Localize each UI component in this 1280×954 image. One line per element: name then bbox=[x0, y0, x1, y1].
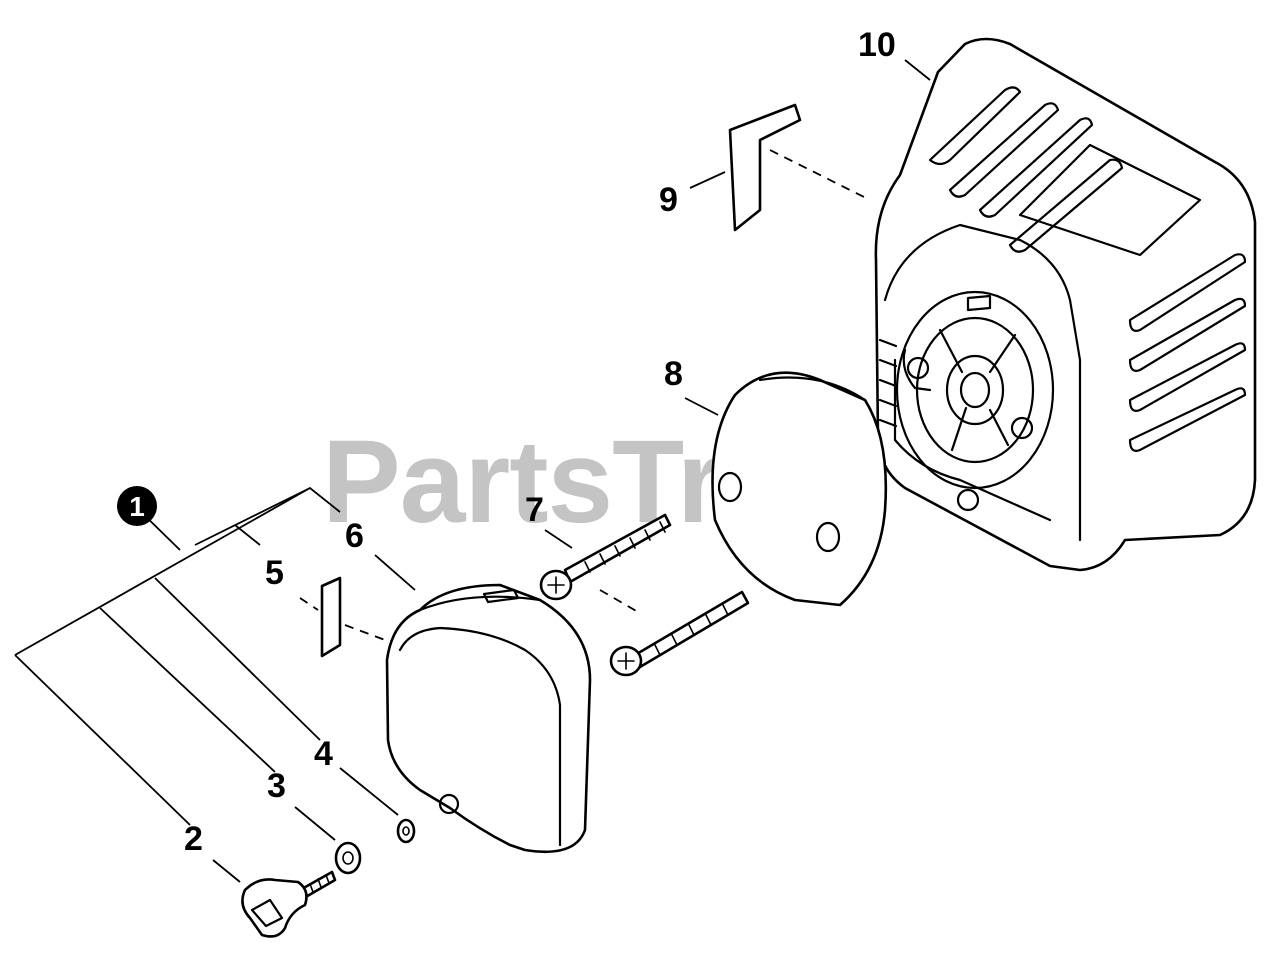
callout-labels: 10 9 8 7 6 5 4 3 2 bbox=[184, 26, 896, 858]
part-8-filter-element[interactable] bbox=[711, 371, 888, 607]
part-4-washer[interactable] bbox=[396, 818, 416, 844]
callout-4: 4 bbox=[314, 735, 333, 773]
part-10-starter-housing[interactable] bbox=[874, 37, 1257, 572]
part-7-screws[interactable] bbox=[539, 513, 750, 677]
kit-marker[interactable]: 1 bbox=[117, 486, 157, 526]
part-5-gasket[interactable] bbox=[320, 576, 342, 658]
part-6-air-filter-cover[interactable] bbox=[385, 583, 592, 854]
callout-2: 2 bbox=[184, 820, 203, 858]
callout-10: 10 bbox=[858, 26, 896, 64]
part-2-knob[interactable] bbox=[241, 870, 337, 938]
assembly-guides bbox=[299, 149, 871, 641]
callout-7: 7 bbox=[525, 491, 544, 529]
kit-marker-label: 1 bbox=[129, 491, 145, 522]
part-3-washer[interactable] bbox=[334, 841, 362, 875]
leader-lines bbox=[14, 59, 931, 883]
callout-9: 9 bbox=[659, 181, 678, 219]
callout-3: 3 bbox=[267, 767, 286, 805]
callout-8: 8 bbox=[664, 355, 683, 393]
callout-6: 6 bbox=[345, 517, 364, 555]
callout-5: 5 bbox=[265, 554, 284, 592]
part-9-gasket[interactable] bbox=[728, 103, 802, 232]
